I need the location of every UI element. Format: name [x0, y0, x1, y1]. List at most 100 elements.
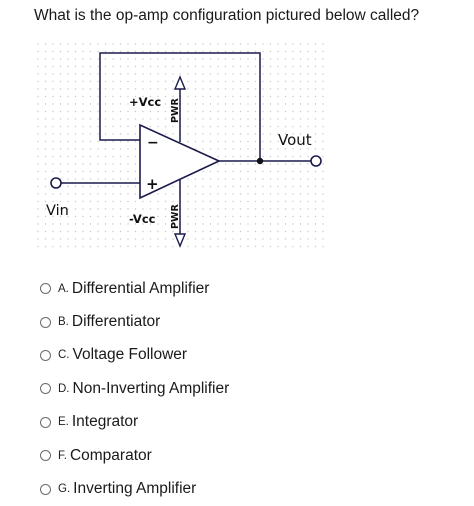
grid-dot — [269, 50, 272, 53]
grid-dot — [37, 73, 39, 75]
grid-dot — [142, 43, 144, 45]
radio-button-icon[interactable] — [40, 316, 51, 328]
grid-dot — [247, 200, 249, 203]
grid-dot — [97, 73, 99, 75]
grid-dot — [112, 193, 114, 195]
grid-dot — [89, 238, 92, 240]
grid-dot — [307, 215, 309, 218]
grid-dot — [322, 43, 324, 45]
grid-dot — [262, 223, 264, 225]
grid-dot — [67, 88, 69, 90]
grid-dot — [269, 133, 272, 135]
grid-dot — [277, 103, 279, 105]
option-a[interactable]: A. Differential Amplifier — [40, 272, 229, 305]
grid-dot — [292, 95, 294, 98]
grid-dot — [44, 73, 47, 75]
grid-dot — [322, 50, 324, 53]
grid-dot — [164, 80, 167, 83]
grid-dot — [232, 58, 234, 60]
grid-dot — [314, 125, 317, 128]
option-c[interactable]: C. Voltage Follower — [40, 339, 229, 372]
grid-dot — [59, 170, 62, 173]
grid-dot — [37, 140, 39, 143]
grid-dot — [67, 103, 69, 105]
grid-dot — [217, 80, 219, 83]
grid-dot — [247, 208, 249, 210]
grid-dot — [172, 215, 174, 218]
grid-dot — [284, 95, 287, 98]
grid-dot — [299, 125, 302, 128]
grid-dot — [224, 73, 227, 75]
grid-dot — [89, 193, 92, 195]
grid-dot — [74, 185, 77, 188]
grid-dot — [232, 118, 234, 120]
grid-dot — [307, 148, 309, 150]
grid-dot — [187, 200, 189, 203]
grid-dot — [104, 125, 107, 128]
grid-dot — [284, 185, 287, 188]
grid-dot — [322, 103, 324, 105]
grid-dot — [307, 178, 309, 180]
radio-button-icon[interactable] — [40, 349, 51, 361]
option-f[interactable]: F. Comparator — [40, 439, 229, 472]
option-d[interactable]: D. Non-Inverting Amplifier — [40, 372, 229, 405]
grid-dot — [262, 238, 264, 240]
grid-dot — [224, 95, 227, 98]
grid-dot — [164, 65, 167, 68]
grid-dot — [224, 238, 227, 240]
grid-dot — [127, 103, 129, 105]
grid-dot — [187, 110, 189, 113]
grid-dot — [314, 223, 317, 225]
option-label: Integrator — [71, 413, 139, 431]
grid-dot — [37, 110, 39, 113]
grid-dot — [269, 223, 272, 225]
op-amp-triangle — [139, 123, 221, 200]
grid-dot — [277, 215, 279, 218]
grid-dot — [269, 140, 272, 143]
radio-button-icon[interactable] — [40, 383, 51, 395]
radio-button-icon[interactable] — [40, 283, 51, 295]
grid-dot — [119, 208, 122, 210]
grid-dot — [44, 208, 47, 210]
grid-dot — [269, 170, 272, 173]
grid-dot — [127, 80, 129, 83]
grid-dot — [119, 103, 122, 105]
grid-dot — [262, 43, 264, 45]
grid-dot — [224, 148, 227, 150]
option-e[interactable]: E. Integrator — [40, 406, 229, 439]
grid-dot — [52, 110, 54, 113]
grid-dot — [277, 230, 279, 233]
grid-dot — [292, 200, 294, 203]
grid-dot — [82, 170, 84, 173]
grid-dot — [277, 238, 279, 240]
grid-dot — [187, 208, 189, 210]
radio-button-icon[interactable] — [40, 450, 51, 462]
grid-dot — [194, 110, 197, 113]
grid-dot — [97, 193, 99, 195]
grid-dot — [67, 110, 69, 113]
grid-dot — [112, 200, 114, 203]
grid-dot — [67, 238, 69, 240]
grid-dot — [134, 140, 137, 143]
grid-dot — [217, 238, 219, 240]
grid-dot — [262, 155, 264, 158]
grid-dot — [67, 223, 69, 225]
grid-dot — [37, 148, 39, 150]
grid-dot — [277, 208, 279, 210]
grid-dot — [44, 245, 47, 248]
grid-dot — [194, 88, 197, 90]
option-g[interactable]: G. Inverting Amplifier — [40, 472, 229, 505]
radio-button-icon[interactable] — [40, 416, 51, 428]
grid-dot — [112, 155, 114, 158]
radio-button-icon[interactable] — [40, 483, 51, 495]
grid-dot — [82, 230, 84, 233]
grid-dot — [307, 103, 309, 105]
grid-dot — [247, 103, 249, 105]
grid-dot — [202, 200, 204, 203]
grid-dot — [37, 215, 39, 218]
grid-dot — [314, 50, 317, 53]
grid-dot — [269, 80, 272, 83]
grid-dot — [269, 88, 272, 90]
option-b[interactable]: B. Differentiator — [40, 305, 229, 338]
grid-dot — [277, 140, 279, 143]
